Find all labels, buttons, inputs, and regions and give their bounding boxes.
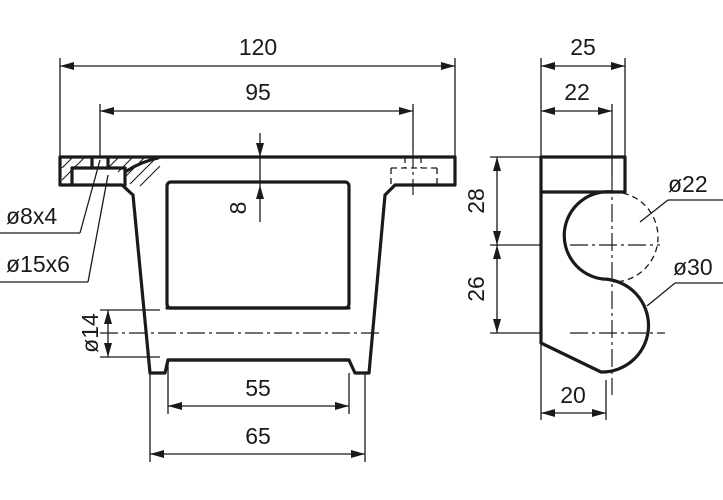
dim-side-inner-width: 22 [564,79,590,105]
dim-side-width: 25 [570,34,596,60]
dim-height-lower: 26 [463,276,489,302]
right-hole-hidden [390,157,438,185]
dim-arc-small: ø22 [668,171,708,197]
front-view-window [165,180,351,310]
dim-bottom-width: 20 [560,382,586,408]
front-view [58,150,457,375]
dim-outer-width: 65 [245,423,271,449]
small-circle-hidden [612,191,659,283]
side-view-outline [539,155,651,374]
dimension-labels: 120 95 8 ø8x4 ø15x6 ø14 55 65 25 22 28 2… [6,34,713,449]
dim-arc-large: ø30 [673,254,713,280]
dim-overall-width: 120 [239,34,277,60]
dim-counterbore-inner: ø8x4 [6,203,57,229]
dim-flange-thickness: 8 [225,202,251,215]
dim-counterbore-outer: ø15x6 [6,251,70,277]
dim-shaft-diameter: ø14 [77,313,103,353]
dim-inner-width: 55 [245,375,271,401]
counterbore-section [70,166,127,187]
dimension-lines [0,58,723,462]
front-view-outline [58,155,457,375]
side-view [539,155,665,395]
dim-height-upper: 28 [463,188,489,214]
dim-hole-spacing: 95 [245,79,271,105]
